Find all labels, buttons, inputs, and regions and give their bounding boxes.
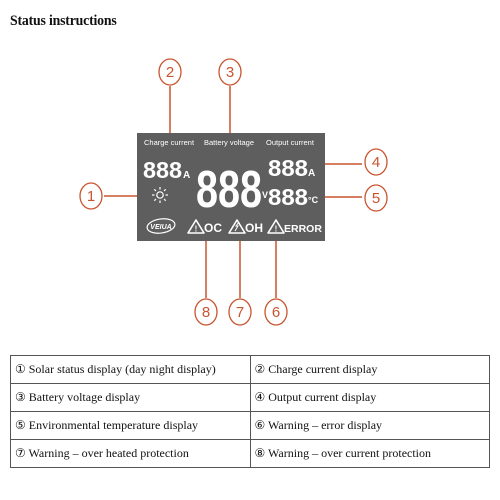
- legend-table: ① Solar status display (day night displa…: [10, 355, 490, 468]
- callout-3: 3: [226, 64, 234, 81]
- battery-voltage-digits: 888: [196, 161, 262, 219]
- brand-logo: VEIUA: [146, 218, 176, 234]
- table-row: ⑦ Warning – over heated protection ⑧ War…: [10, 439, 490, 468]
- legend-cell: ③ Battery voltage display: [10, 383, 251, 412]
- warning-triangle-icon-oh: [228, 219, 246, 234]
- legend-cell: ⑥ Warning – error display: [249, 411, 490, 440]
- legend-cell: ① Solar status display (day night displa…: [10, 355, 251, 384]
- callout-6: 6: [272, 304, 280, 321]
- legend-cell: ⑧ Warning – over current protection: [249, 439, 490, 468]
- callout-8: 8: [202, 304, 210, 321]
- table-row: ① Solar status display (day night displa…: [10, 355, 490, 384]
- table-row: ⑤ Environmental temperature display ⑥ Wa…: [10, 411, 490, 440]
- warning-triangle-icon-error: !: [267, 219, 285, 234]
- callout-1: 1: [87, 188, 95, 205]
- callout-2: 2: [166, 64, 174, 81]
- legend-cell: ④ Output current display: [249, 383, 490, 412]
- battery-voltage-unit: V: [262, 190, 268, 200]
- warning-oc-label: OC: [204, 221, 222, 235]
- output-current-unit: A: [308, 168, 315, 179]
- charge-current-unit: A: [183, 170, 190, 181]
- legend-cell: ② Charge current display: [249, 355, 490, 384]
- svg-text:VEIUA: VEIUA: [150, 224, 171, 231]
- lcd-diagram: 1 2 3 4 5 6 7 8 Charge current Battery v…: [79, 58, 388, 326]
- header-output-current: Output current: [266, 138, 315, 147]
- warning-error-label: ERROR: [284, 223, 322, 235]
- svg-text:!: !: [275, 225, 278, 234]
- charge-current-digits: 888: [143, 157, 182, 183]
- temperature-unit: °C: [308, 195, 319, 205]
- lcd-panel: [137, 133, 325, 241]
- svg-text:!: !: [195, 225, 198, 234]
- header-battery-voltage: Battery voltage: [204, 138, 254, 147]
- warning-oh-label: OH: [245, 221, 263, 235]
- legend-cell: ⑤ Environmental temperature display: [10, 411, 251, 440]
- temperature-digits: 888: [268, 184, 308, 210]
- callout-5: 5: [372, 190, 380, 207]
- callout-7: 7: [236, 304, 244, 321]
- output-current-digits: 888: [268, 155, 308, 181]
- header-charge-current: Charge current: [144, 138, 195, 147]
- table-row: ③ Battery voltage display ④ Output curre…: [10, 383, 490, 412]
- callout-4: 4: [372, 154, 380, 171]
- legend-cell: ⑦ Warning – over heated protection: [10, 439, 251, 468]
- sun-icon: [152, 187, 168, 203]
- page-title: Status instructions: [10, 13, 117, 29]
- warning-triangle-icon-oc: !: [187, 219, 205, 234]
